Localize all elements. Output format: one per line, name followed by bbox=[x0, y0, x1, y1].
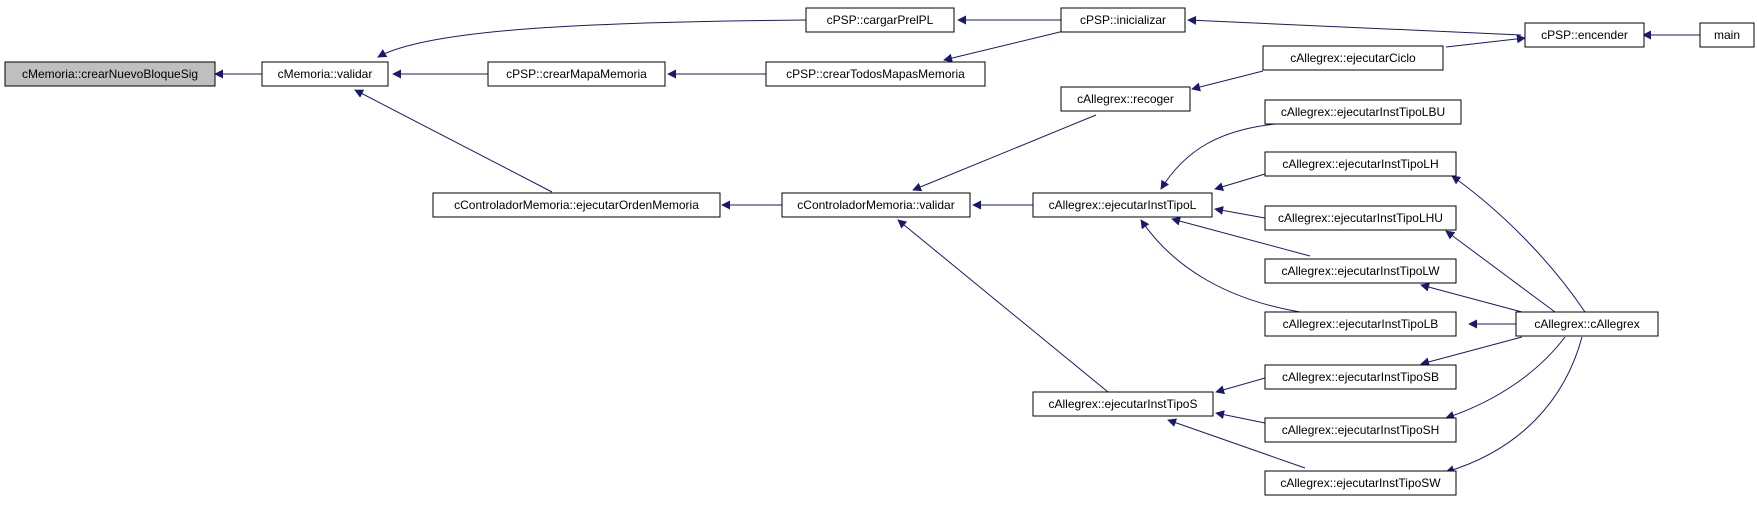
edge-tipoSB-to-tipoS bbox=[1215, 377, 1266, 395]
node-recoger[interactable]: cAllegrex::recoger bbox=[1060, 86, 1191, 112]
node-label: cPSP::crearTodosMapasMemoria bbox=[786, 67, 965, 81]
edge-ejecutarCiclo-to-encender bbox=[1445, 34, 1526, 48]
node-label: cAllegrex::ejecutarInstTipoSW bbox=[1280, 476, 1441, 490]
node-label: cAllegrex::cAllegrex bbox=[1534, 317, 1639, 331]
node-label: cAllegrex::ejecutarInstTipoLBU bbox=[1281, 105, 1445, 119]
node-tipoLW[interactable]: cAllegrex::ejecutarInstTipoLW bbox=[1264, 258, 1457, 284]
node-label: cAllegrex::ejecutarInstTipoSH bbox=[1282, 423, 1440, 437]
node-label: cAllegrex::ejecutarInstTipoS bbox=[1049, 397, 1198, 411]
node-tipoL[interactable]: cAllegrex::ejecutarInstTipoL bbox=[1032, 192, 1213, 218]
node-label: cAllegrex::ejecutarInstTipoLH bbox=[1282, 157, 1438, 171]
edge-tipoS-to-ctrlValidar bbox=[897, 219, 1109, 393]
edge-cAllegrex-to-tipoSH bbox=[1445, 336, 1566, 420]
node-label: cPSP::inicializar bbox=[1080, 13, 1166, 27]
node-cargarPrelPL[interactable]: cPSP::cargarPrelPL bbox=[805, 7, 955, 33]
node-label: cMemoria::validar bbox=[278, 67, 373, 81]
node-encender[interactable]: cPSP::encender bbox=[1524, 22, 1645, 48]
node-tipoSH[interactable]: cAllegrex::ejecutarInstTipoSH bbox=[1264, 417, 1457, 443]
edge-tipoLBU-to-tipoL bbox=[1160, 123, 1276, 190]
node-crearTodosMapasMemoria[interactable]: cPSP::crearTodosMapasMemoria bbox=[765, 61, 986, 87]
node-tipoSW[interactable]: cAllegrex::ejecutarInstTipoSW bbox=[1264, 470, 1457, 496]
edge-tipoLHU-to-tipoL bbox=[1214, 206, 1266, 219]
node-label: cPSP::crearMapaMemoria bbox=[506, 67, 647, 81]
node-label: cControladorMemoria::ejecutarOrdenMemori… bbox=[454, 198, 699, 212]
node-inicializar[interactable]: cPSP::inicializar bbox=[1060, 7, 1186, 33]
node-label: cAllegrex::recoger bbox=[1077, 92, 1174, 106]
edge-cargarPrelPL-to-validar bbox=[377, 19, 807, 58]
node-label: cAllegrex::ejecutarInstTipoL bbox=[1049, 198, 1197, 212]
edge-cAllegrex-to-tipoLH bbox=[1451, 175, 1586, 313]
node-label: cAllegrex::ejecutarInstTipoLHU bbox=[1278, 211, 1443, 225]
edge-ejecutarOrdenMemoria-to-validar bbox=[354, 89, 553, 193]
node-cmemoria-validar[interactable]: cMemoria::validar bbox=[261, 61, 389, 87]
node-tipoLB[interactable]: cAllegrex::ejecutarInstTipoLB bbox=[1264, 311, 1457, 337]
node-label: cAllegrex::ejecutarInstTipoLW bbox=[1281, 264, 1440, 278]
node-label: cAllegrex::ejecutarInstTipoSB bbox=[1282, 370, 1439, 384]
node-label: cControladorMemoria::validar bbox=[797, 198, 954, 212]
edge-cAllegrex-to-tipoLHU bbox=[1445, 230, 1556, 313]
node-ejecutarOrdenMemoria[interactable]: cControladorMemoria::ejecutarOrdenMemori… bbox=[432, 192, 721, 218]
edge-encender-to-inicializar bbox=[1187, 15, 1522, 36]
edge-tipoLW-to-tipoL bbox=[1171, 216, 1311, 257]
node-label: cPSP::encender bbox=[1541, 28, 1628, 42]
node-tipoLHU[interactable]: cAllegrex::ejecutarInstTipoLHU bbox=[1264, 205, 1457, 231]
node-tipoS[interactable]: cAllegrex::ejecutarInstTipoS bbox=[1032, 391, 1214, 417]
node-cAllegrex[interactable]: cAllegrex::cAllegrex bbox=[1515, 311, 1659, 337]
node-main[interactable]: main bbox=[1699, 22, 1755, 48]
node-ejecutarCiclo[interactable]: cAllegrex::ejecutarCiclo bbox=[1262, 45, 1444, 71]
node-tipoSB[interactable]: cAllegrex::ejecutarInstTipoSB bbox=[1264, 364, 1457, 390]
node-ctrl-validar[interactable]: cControladorMemoria::validar bbox=[781, 192, 971, 218]
nodes: cMemoria::crearNuevoBloqueSig cMemoria::… bbox=[4, 7, 1755, 496]
edges bbox=[214, 15, 1700, 475]
edge-tipoSH-to-tipoS bbox=[1215, 410, 1266, 424]
node-label: cPSP::cargarPrelPL bbox=[827, 13, 934, 27]
edge-cAllegrex-to-tipoSW bbox=[1445, 336, 1583, 475]
edge-tipoLH-to-tipoL bbox=[1214, 173, 1266, 191]
edge-inicializar-to-crearTodosMapasMemoria bbox=[943, 30, 1065, 63]
node-label: main bbox=[1714, 28, 1740, 42]
edge-cAllegrex-to-tipoSB bbox=[1420, 336, 1523, 367]
edge-recoger-to-ctrlValidar bbox=[912, 114, 1097, 192]
node-label: cMemoria::crearNuevoBloqueSig bbox=[22, 67, 198, 81]
edge-tipoLB-to-tipoL bbox=[1140, 219, 1301, 313]
node-crearMapaMemoria[interactable]: cPSP::crearMapaMemoria bbox=[487, 61, 666, 87]
edge-tipoSW-to-tipoS bbox=[1167, 418, 1306, 469]
edge-ejecutarCiclo-to-recoger bbox=[1191, 70, 1264, 92]
node-tipoLH[interactable]: cAllegrex::ejecutarInstTipoLH bbox=[1264, 151, 1457, 177]
node-crearNuevoBloqueSig[interactable]: cMemoria::crearNuevoBloqueSig bbox=[4, 61, 216, 87]
node-label: cAllegrex::ejecutarCiclo bbox=[1290, 51, 1416, 65]
edge-cAllegrex-to-tipoLW bbox=[1420, 282, 1523, 313]
node-tipoLBU[interactable]: cAllegrex::ejecutarInstTipoLBU bbox=[1264, 99, 1462, 125]
node-label: cAllegrex::ejecutarInstTipoLB bbox=[1283, 317, 1439, 331]
